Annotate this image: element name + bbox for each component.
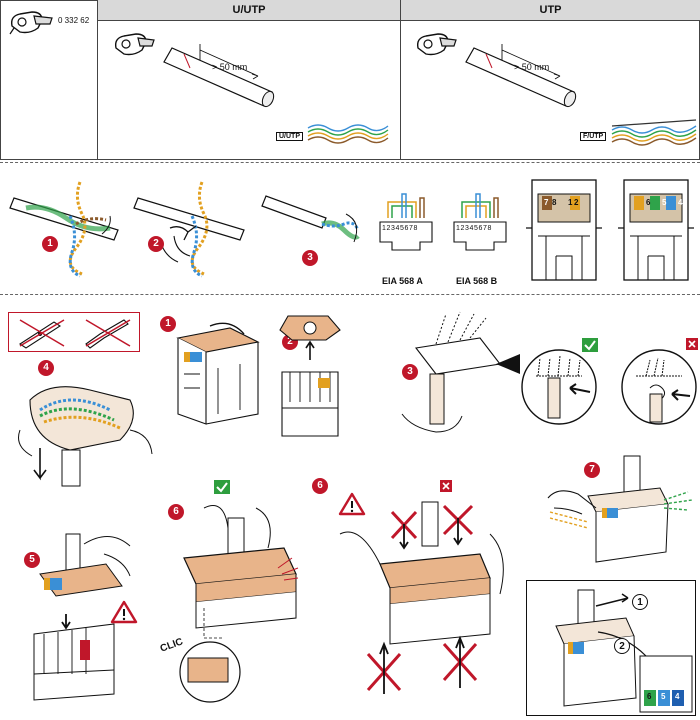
assembly-step-3-badge: 3: [402, 364, 418, 380]
assembly-step-6-correct-badge: 6: [168, 504, 184, 520]
cable-tag-uutp: U/UTP: [276, 132, 303, 141]
jack-a-pin-2: 2: [574, 198, 579, 207]
wiring-step-3-badge: 3: [302, 250, 318, 266]
separator-1: [0, 162, 700, 163]
assembly-step-5-badge: 5: [24, 552, 40, 568]
jack-b-pin-6: 6: [646, 198, 651, 207]
wire-pairs-futp: [611, 119, 697, 146]
part-number: 0 332 62: [58, 16, 90, 25]
wiring-step-2-badge: 2: [148, 236, 164, 252]
incorrect-wire-detail: [621, 349, 697, 425]
tools-prohibited-box: [8, 312, 140, 352]
rj45-jack-b-diagram: [618, 179, 694, 281]
rj45-jack-a-diagram: [526, 179, 602, 281]
dimension-label-uutp: > 50 mm: [212, 62, 248, 72]
cap-removal-diagram-1: [176, 322, 260, 425]
cable-futp: [465, 44, 577, 108]
punch-tool-crossed-icon: [18, 319, 65, 349]
incorrect-cross-icon-6: [440, 480, 452, 492]
assembly-step-4-badge: 4: [38, 360, 54, 376]
wire-twisting-diagram-3: [261, 195, 360, 243]
pair-seating-detail-diagram: [555, 589, 693, 713]
eia-568b-pin-numbers: 12345678: [456, 225, 492, 232]
detail-step-2-badge: 2: [614, 638, 630, 654]
correct-wire-detail: [521, 349, 597, 425]
warning-icon-5: [110, 600, 138, 624]
top-table-divider-1: [97, 0, 98, 160]
dimension-label-futp: > 50 mm: [514, 62, 550, 72]
wire-pairs-uutp: [307, 124, 389, 144]
top-table-divider-2: [400, 0, 401, 160]
warning-icon-6: [338, 492, 366, 516]
wire-insertion-diagram-4: [18, 386, 153, 487]
assembly-step-6-wrong-badge: 6: [312, 478, 328, 494]
wire-cutting-diagram-2: [133, 181, 245, 278]
eia-568a-pin-numbers: 12345678: [382, 225, 418, 232]
jack-b-pin-5: 5: [662, 198, 667, 207]
jack-a-pin-8: 8: [552, 198, 557, 207]
assembly-step-1-badge: 1: [160, 316, 176, 332]
incorrect-press-diagram-6: [339, 501, 504, 694]
header-utp: UTP: [401, 0, 700, 21]
cap-press-diagram-5: [33, 533, 131, 701]
detail-pin-5: 5: [661, 692, 666, 701]
cap-click-diagram-6: [179, 505, 299, 703]
stripping-tool-icon-futp: [416, 33, 457, 56]
eia-568a-label: EIA 568 A: [382, 276, 423, 286]
screwdriver-crossed-icon: [85, 319, 131, 349]
separator-2: [0, 294, 700, 295]
wiring-step-1-badge: 1: [42, 236, 58, 252]
jack-a-pin-1: 1: [568, 198, 573, 207]
cable-tag-futp: F/UTP: [580, 132, 607, 141]
header-uutp: U/UTP: [98, 0, 400, 21]
eia-568b-pinout-diagram: [453, 193, 507, 251]
detail-step-1-badge: 1: [632, 594, 648, 610]
jack-a-pin-7: 7: [544, 198, 549, 207]
cable-uutp: [163, 44, 275, 108]
detail-box: [526, 580, 696, 716]
detail-pin-6: 6: [647, 692, 652, 701]
stripping-tool-icon: [9, 11, 53, 35]
eia-568a-pinout-diagram: [379, 193, 433, 251]
detail-pin-4: 4: [675, 692, 680, 701]
correct-check-icon-3: [582, 338, 598, 352]
correct-check-icon-6: [214, 480, 230, 494]
wire-separation-diagram-1: [9, 181, 119, 278]
incorrect-cross-icon-3: [686, 338, 698, 350]
jack-b-pin-4: 4: [678, 198, 683, 207]
cap-lift-diagram-2: [279, 315, 341, 437]
stripping-tool-icon-uutp: [114, 33, 155, 56]
eia-568b-label: EIA 568 B: [456, 276, 498, 286]
assembly-step-7-badge: 7: [584, 462, 600, 478]
wire-trim-diagram-7: [547, 455, 693, 563]
wire-lacing-diagram-3: [401, 311, 520, 433]
